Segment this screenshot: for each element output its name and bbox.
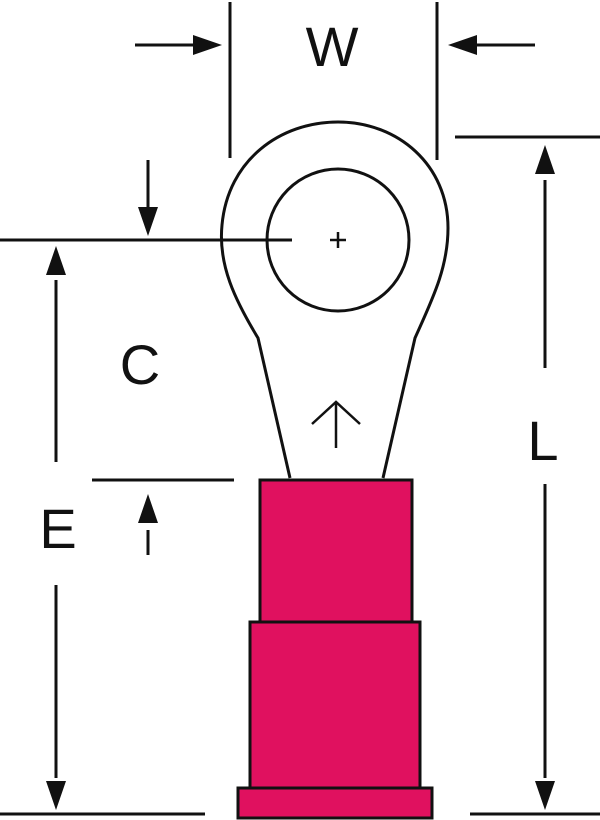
l-arrow-down-icon (535, 781, 555, 810)
c-arrow-up-icon (138, 494, 158, 523)
e-arrow-down-icon (46, 781, 66, 810)
w-label: W (306, 15, 359, 78)
e-label: E (39, 497, 76, 560)
dimension-w: W (135, 2, 535, 160)
l-label: L (527, 409, 558, 472)
dimension-c: C (0, 160, 292, 555)
l-arrow-up-icon (535, 145, 555, 174)
center-plus-icon (330, 232, 346, 248)
dimension-e: E (39, 246, 234, 810)
insulation-lower-barrel (248, 620, 422, 790)
w-arrow-left-icon (193, 35, 222, 55)
c-label: C (120, 333, 160, 396)
dimension-l: L (455, 135, 600, 810)
insulation-base-flange (236, 786, 434, 820)
tongue-direction-arrow-icon (311, 400, 361, 448)
e-arrow-up-icon (46, 246, 66, 275)
insulation-upper-barrel (258, 478, 414, 624)
ring-terminal (219, 120, 450, 820)
w-arrow-right-icon (448, 35, 477, 55)
c-arrow-down-icon (138, 207, 158, 236)
